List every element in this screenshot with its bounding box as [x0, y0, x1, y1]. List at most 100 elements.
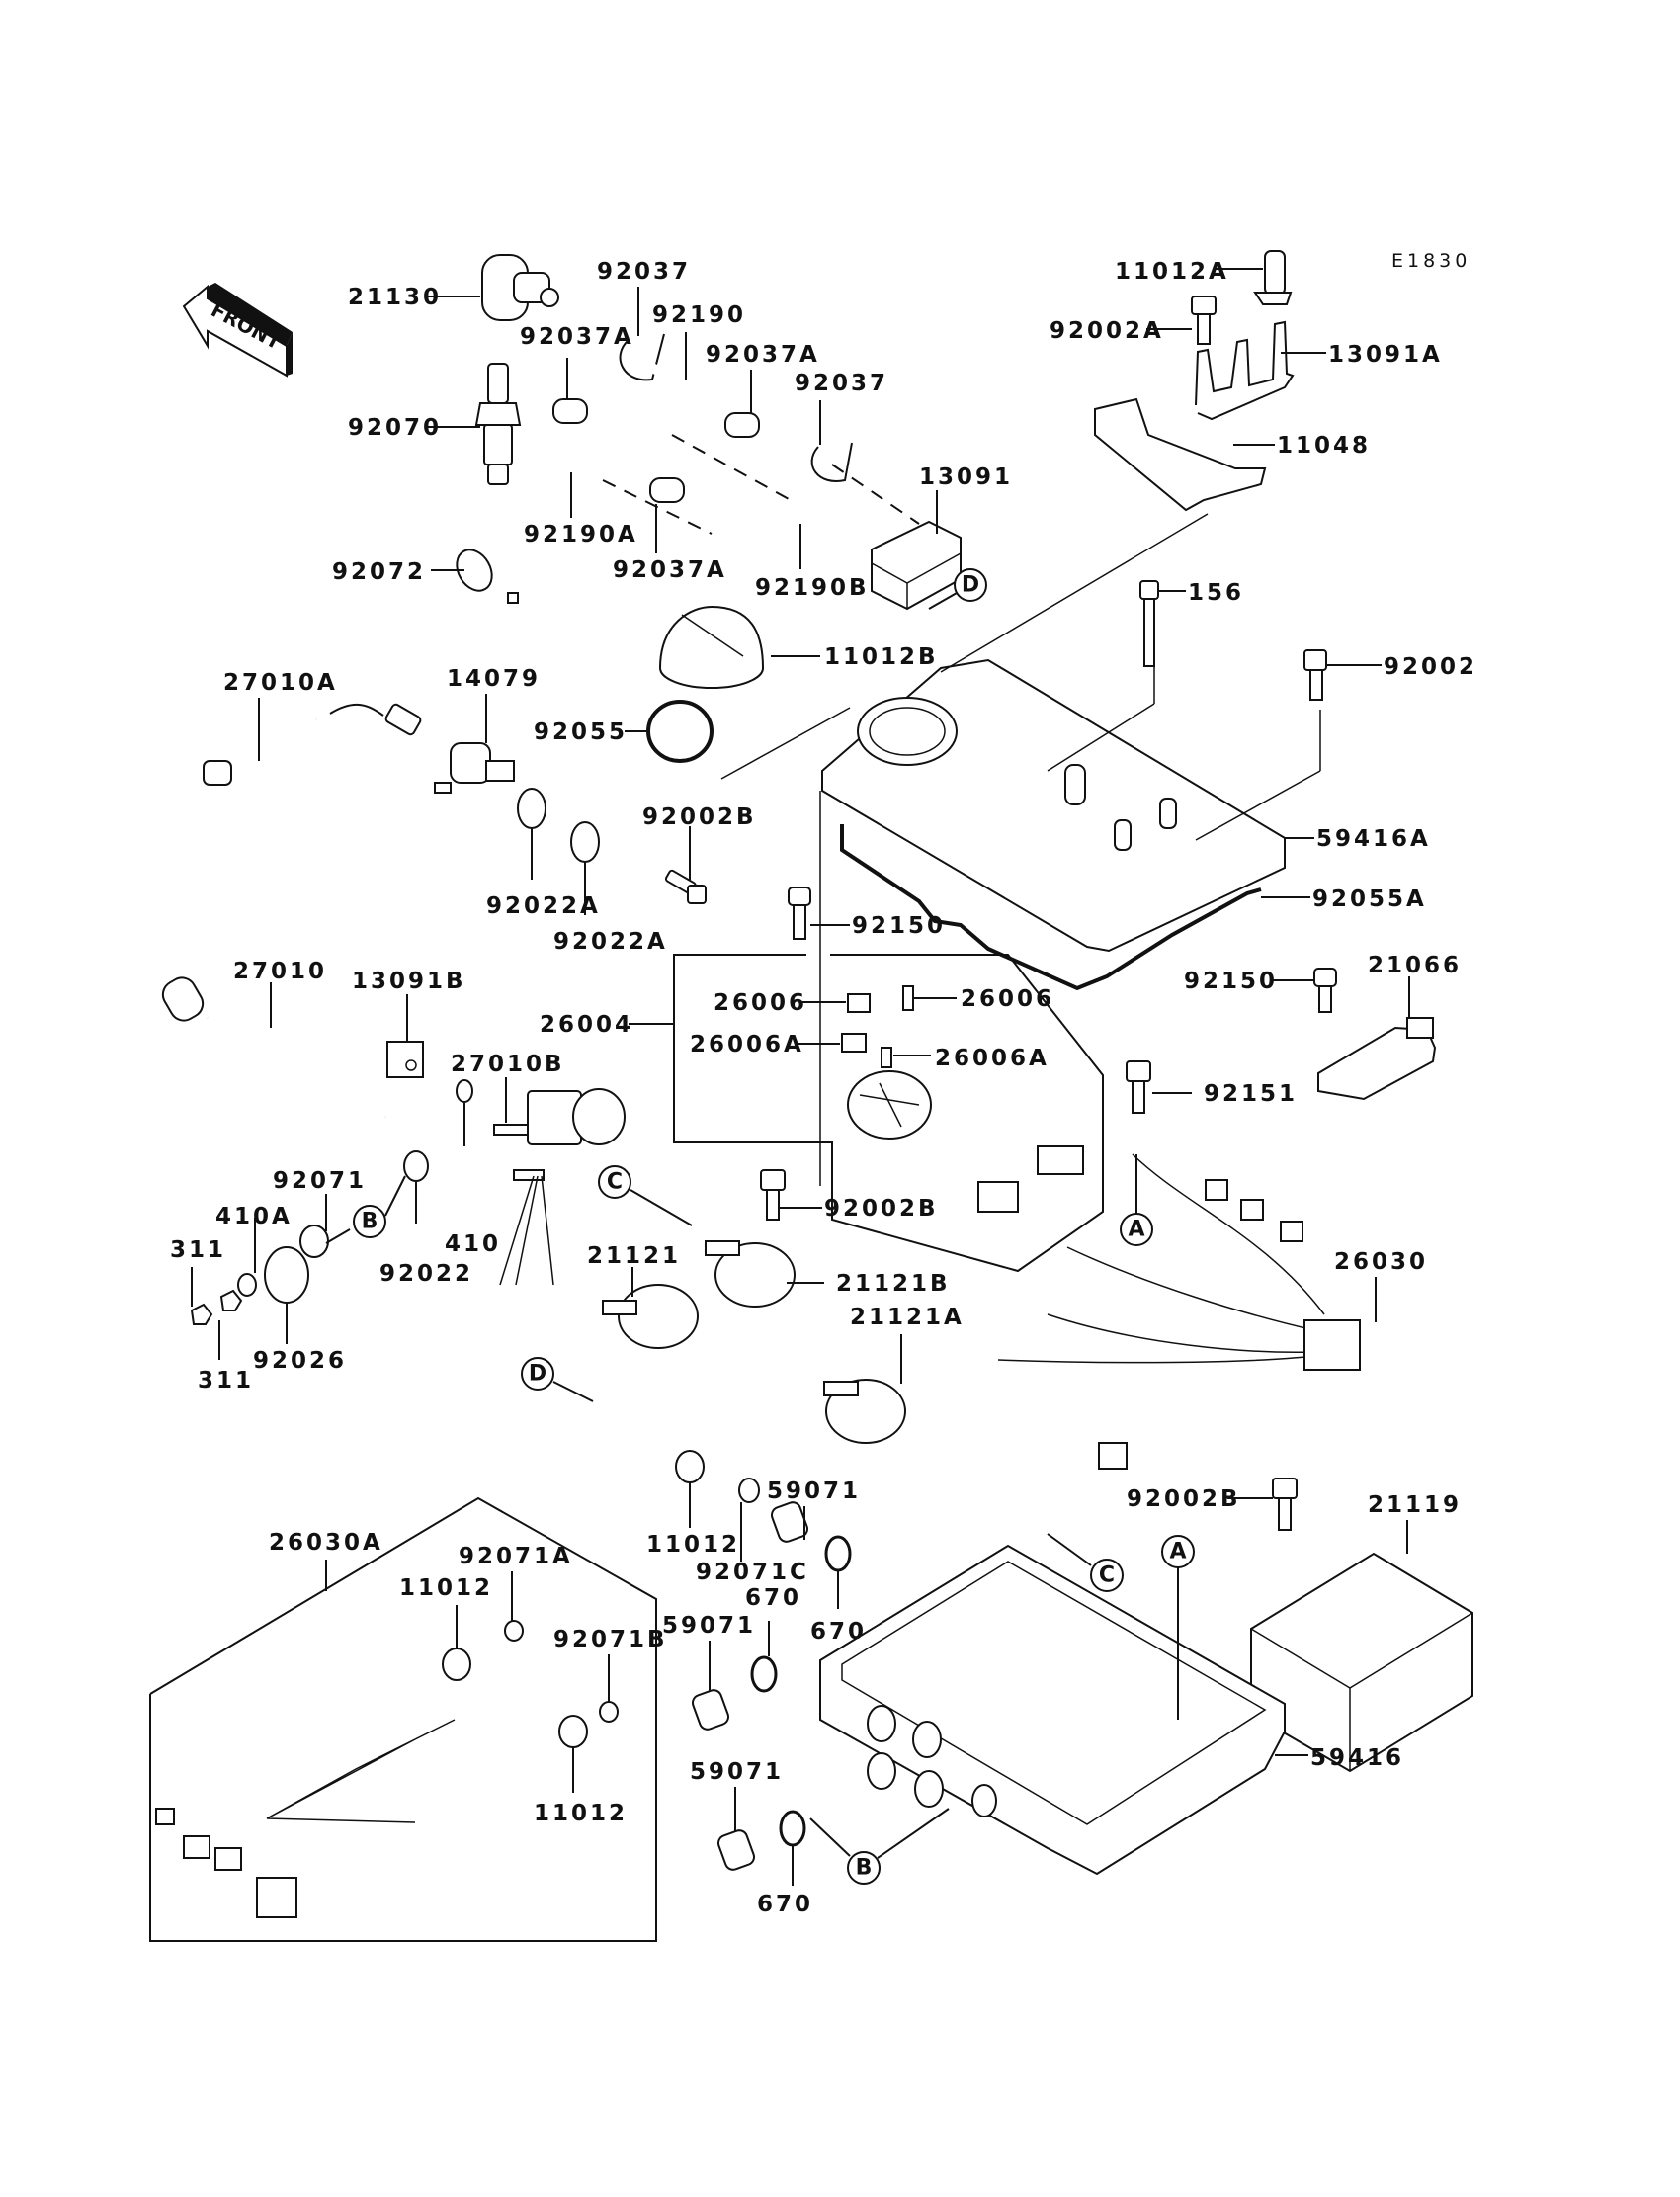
band-92072-part[interactable]: [450, 544, 519, 604]
part-label[interactable]: 410: [445, 1231, 501, 1257]
part-label[interactable]: 92071: [273, 1168, 367, 1194]
part-label[interactable]: 92002A: [1050, 318, 1164, 344]
grommet-11012-part[interactable]: [558, 1715, 588, 1748]
clamp-92037-part[interactable]: [810, 442, 853, 483]
o-ring-670-part[interactable]: [824, 1535, 852, 1572]
part-label[interactable]: 26004: [540, 1012, 633, 1038]
plug-59071-part[interactable]: [691, 1688, 731, 1732]
part-label[interactable]: 92037: [795, 371, 888, 396]
bolt-92002-part[interactable]: [1303, 649, 1327, 701]
fuse-26006A-part[interactable]: [841, 1033, 867, 1053]
grommet-92071A-part[interactable]: [504, 1620, 524, 1642]
part-label[interactable]: 92151: [1204, 1081, 1298, 1107]
sub-harness-26030A-part[interactable]: [155, 1719, 456, 1918]
grommet-11012-part[interactable]: [675, 1450, 705, 1483]
o-ring-670-part[interactable]: [750, 1655, 778, 1693]
reference-marker[interactable]: A: [1120, 1213, 1153, 1246]
part-label[interactable]: 26006A: [935, 1046, 1050, 1071]
part-label[interactable]: 156: [1188, 580, 1244, 606]
block-13091B-part[interactable]: [386, 1041, 424, 1078]
part-label[interactable]: 13091: [919, 465, 1013, 490]
nut-311-part[interactable]: [219, 1289, 243, 1311]
part-label[interactable]: 11012A: [1115, 259, 1229, 285]
washer-410A-part[interactable]: [237, 1273, 257, 1297]
gasket-92055A-part[interactable]: [840, 824, 1262, 991]
cap-11012B-part[interactable]: [659, 605, 764, 689]
part-label[interactable]: 92055A: [1312, 887, 1427, 912]
part-label[interactable]: 92070: [348, 415, 442, 441]
fuse-26006-part[interactable]: [902, 985, 914, 1011]
part-label[interactable]: 11048: [1277, 433, 1371, 459]
part-label[interactable]: 13091B: [352, 969, 466, 994]
part-label[interactable]: 92037A: [706, 342, 820, 368]
part-label[interactable]: 21130: [348, 285, 442, 310]
part-label[interactable]: 92002B: [642, 804, 757, 830]
part-label[interactable]: 26006: [961, 986, 1054, 1012]
part-label[interactable]: 21121: [587, 1243, 681, 1269]
washer-410-part[interactable]: [456, 1079, 473, 1103]
bolt-92150-part[interactable]: [788, 887, 811, 940]
cdi-unit-21119-part[interactable]: [1250, 1552, 1473, 1773]
part-label[interactable]: 92037A: [613, 557, 727, 583]
part-label[interactable]: 311: [170, 1237, 226, 1263]
clip-92037A-part[interactable]: [724, 412, 760, 438]
part-label[interactable]: 92026: [253, 1348, 347, 1374]
fuse-26006A-part[interactable]: [881, 1047, 892, 1068]
part-label[interactable]: 14079: [447, 666, 541, 692]
clip-92037A-part[interactable]: [552, 398, 588, 424]
reference-marker[interactable]: C: [1090, 1559, 1124, 1592]
o-ring-92055-part[interactable]: [646, 700, 714, 763]
reference-marker[interactable]: A: [1161, 1535, 1195, 1568]
part-label[interactable]: 311: [198, 1368, 254, 1394]
part-label[interactable]: 670: [745, 1585, 801, 1611]
part-label[interactable]: 11012: [646, 1532, 740, 1558]
coil-21121-part[interactable]: [602, 1284, 699, 1349]
reference-marker[interactable]: C: [598, 1165, 631, 1199]
part-label[interactable]: 27010B: [451, 1052, 565, 1077]
bolt-92151-part[interactable]: [1126, 1060, 1151, 1114]
part-label[interactable]: 92055: [534, 719, 628, 745]
part-label[interactable]: 92071B: [553, 1627, 668, 1652]
wire-harness-26030-part[interactable]: [997, 1153, 1361, 1470]
part-label[interactable]: 92022A: [486, 893, 601, 919]
relay-part[interactable]: [847, 1070, 1084, 1213]
bracket-13091A-part[interactable]: [1195, 320, 1295, 421]
part-label[interactable]: 670: [810, 1619, 867, 1645]
part-label[interactable]: 92150: [852, 913, 946, 939]
solenoid-27010B-part[interactable]: [493, 1088, 626, 1286]
cap-11012A-part[interactable]: [1253, 250, 1293, 305]
part-label[interactable]: 92037: [597, 259, 691, 285]
part-label[interactable]: 92071C: [696, 1560, 809, 1585]
spark-plug-cap-part[interactable]: [481, 254, 559, 321]
part-label[interactable]: 92190A: [524, 522, 638, 548]
bolt-92002B-part[interactable]: [760, 1169, 786, 1221]
part-label[interactable]: 26006: [714, 990, 807, 1016]
regulator-21066-part[interactable]: [1317, 1017, 1437, 1101]
grommet-11012-part[interactable]: [442, 1648, 471, 1681]
reference-marker[interactable]: D: [521, 1357, 554, 1391]
bushing-92026-part[interactable]: [264, 1246, 309, 1304]
reference-marker[interactable]: B: [353, 1205, 386, 1238]
part-label[interactable]: 59071: [690, 1759, 784, 1785]
cover-11048-part[interactable]: [1094, 397, 1267, 512]
case-cover-59416A-part[interactable]: [821, 658, 1286, 953]
part-label[interactable]: 92190: [652, 302, 746, 328]
part-label[interactable]: 11012: [534, 1801, 628, 1826]
holder-13091-part[interactable]: [871, 520, 962, 611]
part-label[interactable]: 92150: [1184, 969, 1278, 994]
part-label[interactable]: 670: [757, 1892, 813, 1917]
o-ring-670-part[interactable]: [779, 1810, 806, 1847]
part-label[interactable]: 21121B: [836, 1271, 951, 1297]
part-label[interactable]: 59071: [767, 1479, 861, 1504]
part-label[interactable]: 92022A: [553, 929, 668, 955]
valve-14079-part[interactable]: [434, 742, 515, 794]
part-label[interactable]: 11012B: [824, 644, 939, 670]
part-label[interactable]: 59071: [662, 1613, 756, 1639]
bolt-156-part[interactable]: [1139, 580, 1159, 667]
coil-21121A-part[interactable]: [823, 1379, 906, 1444]
switch-27010-part[interactable]: [158, 972, 387, 1121]
part-label[interactable]: 21119: [1368, 1492, 1462, 1518]
part-label[interactable]: 27010A: [223, 670, 338, 696]
washer-92022A-part[interactable]: [570, 821, 600, 863]
clip-92037A-part[interactable]: [649, 477, 685, 503]
